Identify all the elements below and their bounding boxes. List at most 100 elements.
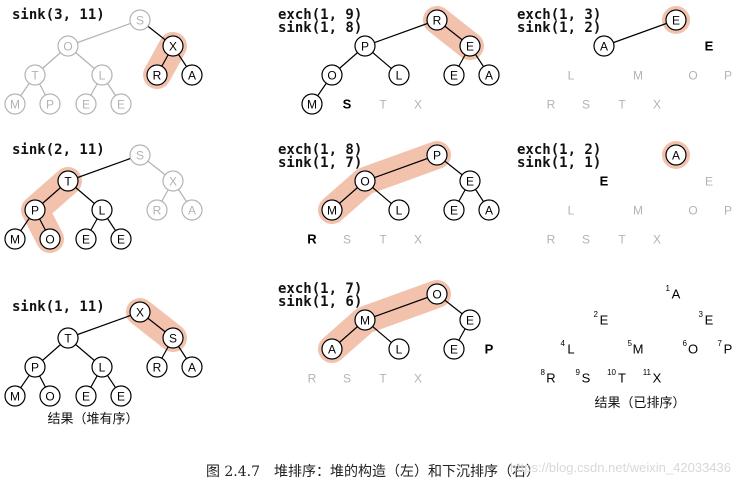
sorted-key: T bbox=[618, 97, 626, 111]
step-label: exch(1, 3) bbox=[517, 7, 601, 23]
sorted-key: A bbox=[672, 287, 681, 302]
node-circle bbox=[75, 385, 97, 407]
step-label: sink(1, 2) bbox=[517, 20, 601, 36]
tree-edge bbox=[364, 19, 438, 47]
node-key: M bbox=[10, 389, 20, 403]
node-key: M bbox=[10, 232, 20, 246]
figure-caption: 图 2.4.7 堆排序：堆的构造（左）和下沉排序（右） bbox=[206, 464, 540, 480]
array-index: 5 bbox=[628, 339, 633, 348]
node-key: T bbox=[64, 331, 72, 345]
heap-node: E bbox=[75, 93, 97, 115]
heap-node: E bbox=[110, 385, 132, 407]
sorted-key: E bbox=[705, 313, 714, 328]
node-key: P bbox=[361, 39, 369, 53]
heap-ordered-caption: 结果（堆有序） bbox=[47, 412, 138, 427]
step-label: sink(1, 6) bbox=[278, 294, 362, 310]
heap-node: T bbox=[57, 327, 79, 349]
array-index: 9 bbox=[576, 368, 581, 377]
node-key: L bbox=[99, 360, 106, 374]
node-key: E bbox=[672, 13, 680, 27]
tree-edge bbox=[603, 19, 677, 47]
heap-node: E bbox=[443, 64, 465, 86]
heap-node: R bbox=[146, 199, 168, 221]
node-circle bbox=[478, 64, 500, 86]
node-circle bbox=[146, 199, 168, 221]
heap-node: O bbox=[426, 283, 448, 305]
node-key: P bbox=[31, 203, 39, 217]
node-circle bbox=[443, 338, 465, 360]
heap-node: A bbox=[181, 356, 203, 378]
heap-node: A bbox=[181, 64, 203, 86]
sorted-key: P bbox=[724, 342, 733, 357]
node-circle bbox=[321, 199, 343, 221]
node-key: E bbox=[82, 389, 90, 403]
node-key: X bbox=[169, 39, 177, 53]
heap-node: X bbox=[129, 301, 151, 323]
node-circle bbox=[181, 64, 203, 86]
sorted-key: X bbox=[653, 232, 661, 246]
sorted-key: S bbox=[582, 232, 590, 246]
sorted-key: R bbox=[547, 97, 556, 111]
node-circle bbox=[162, 327, 184, 349]
step-label: exch(1, 2) bbox=[517, 142, 601, 158]
heap-node: L bbox=[388, 338, 410, 360]
heap-node: L bbox=[388, 64, 410, 86]
node-circle bbox=[478, 199, 500, 221]
node-key: O bbox=[327, 68, 336, 82]
sorted-key: X bbox=[653, 97, 661, 111]
step-label: sink(1, 7) bbox=[278, 155, 362, 171]
step-label: sink(1, 11) bbox=[12, 299, 105, 315]
array-index: 7 bbox=[718, 339, 723, 348]
node-key: R bbox=[153, 360, 162, 374]
placed-key: R bbox=[307, 232, 317, 247]
node-key: A bbox=[188, 68, 196, 82]
step-label: sink(3, 11) bbox=[12, 7, 105, 23]
node-key: O bbox=[45, 389, 54, 403]
node-circle bbox=[388, 199, 410, 221]
node-key: P bbox=[31, 360, 39, 374]
heap-node: S bbox=[129, 144, 151, 166]
heap-node: R bbox=[146, 356, 168, 378]
node-key: R bbox=[153, 68, 162, 82]
placed-key: P bbox=[485, 342, 494, 357]
heap-node: M bbox=[4, 93, 26, 115]
array-index: 2 bbox=[594, 310, 599, 319]
heap-node: S bbox=[162, 327, 184, 349]
sorted-key: X bbox=[414, 232, 422, 246]
node-circle bbox=[301, 93, 323, 115]
sorted-key: X bbox=[414, 371, 422, 385]
heap-node: L bbox=[388, 199, 410, 221]
sorted-key: L bbox=[568, 68, 575, 82]
heap-node: A bbox=[321, 338, 343, 360]
sorted-key: R bbox=[308, 371, 317, 385]
heap-node: M bbox=[321, 199, 343, 221]
node-circle bbox=[75, 93, 97, 115]
heap-node: P bbox=[426, 144, 448, 166]
node-circle bbox=[57, 170, 79, 192]
node-circle bbox=[4, 93, 26, 115]
heap-node: T bbox=[57, 170, 79, 192]
heap-node: E bbox=[459, 35, 481, 57]
node-circle bbox=[426, 283, 448, 305]
node-circle bbox=[24, 64, 46, 86]
node-circle bbox=[4, 228, 26, 250]
node-circle bbox=[146, 64, 168, 86]
heap-node: S bbox=[129, 9, 151, 31]
heap-node: E bbox=[459, 170, 481, 192]
step-label: sink(1, 8) bbox=[278, 20, 362, 36]
node-circle bbox=[459, 309, 481, 331]
node-key: M bbox=[307, 97, 317, 111]
heap-node: P bbox=[24, 356, 46, 378]
heap-node: R bbox=[146, 64, 168, 86]
node-key: X bbox=[136, 305, 144, 319]
tree-edge bbox=[364, 154, 438, 182]
node-key: P bbox=[46, 97, 54, 111]
sorted-key: X bbox=[414, 97, 422, 111]
heap-node: E bbox=[75, 385, 97, 407]
node-circle bbox=[91, 199, 113, 221]
node-key: E bbox=[82, 232, 90, 246]
